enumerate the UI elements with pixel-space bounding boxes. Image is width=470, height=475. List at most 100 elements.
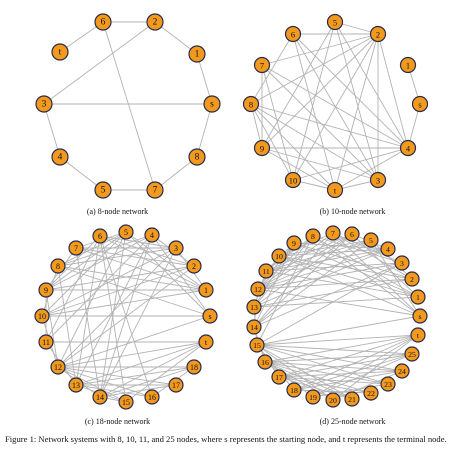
node-circle — [325, 392, 341, 408]
node-label: 1 — [195, 50, 200, 60]
edge-5-s — [125, 231, 211, 317]
node-circle — [188, 148, 206, 166]
node-label: 20 — [329, 396, 337, 405]
node-label: 3 — [174, 244, 178, 253]
node-label: 4 — [386, 245, 390, 254]
node-18: 18 — [186, 359, 202, 375]
node-circle — [326, 181, 344, 199]
node-label: 9 — [260, 144, 264, 154]
edge-5-12 — [257, 239, 372, 290]
node-3: 3 — [168, 240, 184, 256]
node-circle — [186, 258, 202, 274]
node-label: 8 — [249, 100, 253, 110]
node-label: 11 — [42, 338, 50, 347]
node-circle — [344, 391, 360, 407]
edge-9-13 — [253, 242, 295, 308]
node-circle — [118, 224, 134, 240]
edge-4-7 — [261, 64, 409, 149]
node-label: s — [210, 100, 214, 110]
edge-24-16 — [264, 361, 403, 372]
node-circle — [188, 45, 206, 63]
edge-4-8 — [57, 234, 153, 267]
node-label: 5 — [101, 186, 106, 196]
node-circle — [35, 95, 53, 113]
edge-21-15 — [256, 344, 353, 400]
node-s: s — [202, 308, 218, 324]
edge-5-8 — [57, 231, 127, 267]
node-circle — [404, 271, 420, 287]
edge-1-s — [196, 53, 213, 105]
node-label: s — [208, 312, 211, 321]
node-1: 1 — [188, 45, 206, 63]
node-5: 5 — [118, 224, 134, 240]
node-8: 8 — [188, 148, 206, 166]
node-6: 6 — [344, 226, 360, 242]
node-14: 14 — [246, 319, 262, 335]
edge-2-13 — [253, 278, 413, 308]
node-circle — [363, 385, 379, 401]
node-label: 3 — [400, 259, 404, 268]
edge-22-16 — [264, 361, 372, 394]
node-label: 1 — [204, 286, 208, 295]
node-label: 21 — [348, 395, 356, 404]
edge-t-6 — [59, 21, 104, 53]
edge-6-11 — [45, 235, 101, 343]
node-label: 2 — [192, 262, 196, 271]
node-6: 6 — [92, 228, 108, 244]
node-label: 3 — [376, 176, 380, 186]
node-label: 10 — [275, 252, 283, 261]
edge-17-12 — [57, 366, 177, 386]
edge-2-7 — [261, 33, 379, 66]
edge-2-9 — [261, 33, 379, 149]
edge-10-8 — [250, 103, 294, 181]
node-18: 18 — [286, 382, 302, 398]
node-9: 9 — [253, 139, 271, 157]
edge-8-13 — [253, 235, 314, 308]
subcaption-b: (b) 10-node network — [319, 207, 386, 216]
subcaption-c: (c) 18-node network — [84, 417, 151, 426]
node-13: 13 — [246, 299, 262, 315]
edge-15-12 — [57, 366, 127, 403]
node-2: 2 — [369, 25, 387, 43]
node-label: 7 — [74, 244, 78, 253]
edge-6-8 — [250, 33, 294, 105]
node-s: s — [412, 308, 428, 324]
node-label: 12 — [254, 285, 262, 294]
node-circle — [198, 282, 214, 298]
edge-25-17 — [278, 353, 413, 378]
node-2: 2 — [146, 13, 164, 31]
node-circle — [51, 148, 69, 166]
edge-3-7 — [261, 64, 379, 181]
node-label: 25 — [408, 350, 416, 359]
edge-8-t — [250, 103, 336, 191]
node-9: 9 — [286, 235, 302, 251]
node-11: 11 — [38, 334, 54, 350]
node-5: 5 — [326, 13, 344, 31]
edge-6-4 — [292, 33, 409, 149]
node-circle — [68, 240, 84, 256]
node-circle — [271, 248, 287, 264]
node-9: 9 — [38, 282, 54, 298]
node-3: 3 — [394, 255, 410, 271]
node-label: 9 — [44, 286, 48, 295]
node-circle — [380, 376, 396, 392]
node-label: 2 — [153, 18, 158, 28]
node-label: s — [418, 312, 421, 321]
node-label: 2 — [410, 275, 414, 284]
node-circle — [412, 308, 428, 324]
node-4: 4 — [51, 148, 69, 166]
edge-6-9 — [45, 235, 101, 291]
node-circle — [146, 181, 164, 199]
node-3: 3 — [35, 95, 53, 113]
node-15: 15 — [249, 337, 265, 353]
node-25: 25 — [404, 346, 420, 362]
edge-s-12 — [257, 288, 421, 317]
edge-6-1 — [351, 233, 419, 298]
node-circle — [410, 289, 426, 305]
node-label: 10 — [38, 312, 46, 321]
edge-10-5 — [292, 21, 336, 181]
